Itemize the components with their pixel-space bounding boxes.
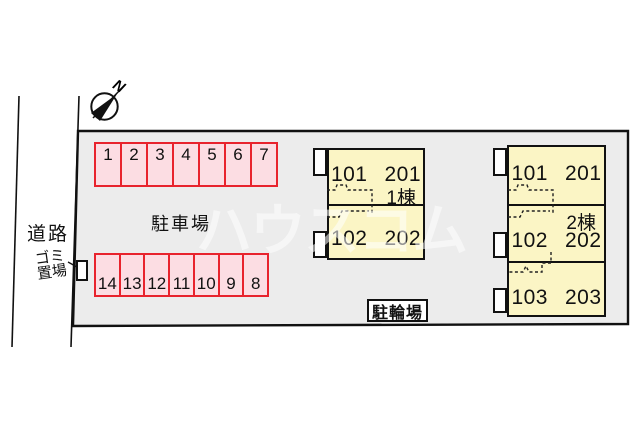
floor-divider bbox=[328, 204, 424, 206]
unit-number: 201 bbox=[565, 162, 602, 185]
building-1: 101 201 1棟 102 202 bbox=[327, 148, 425, 260]
building-2-floor-3: 103 203 bbox=[509, 286, 604, 310]
unit-number: 102 bbox=[330, 227, 368, 250]
parking-space: 7 bbox=[259, 145, 269, 164]
floor-divider bbox=[508, 261, 605, 263]
north-label: N bbox=[110, 76, 129, 97]
building-2-floor-1: 101 201 bbox=[509, 162, 604, 186]
unit-number: 203 bbox=[565, 286, 602, 309]
parking-row-bottom: 14 13 12 11 10 9 8 bbox=[94, 253, 269, 297]
parking-space: 2 bbox=[122, 144, 148, 185]
parking-space: 11 bbox=[170, 255, 195, 295]
parking-space: 13 bbox=[121, 255, 146, 295]
parking-space: 1 bbox=[96, 144, 122, 185]
unit-number: 101 bbox=[330, 163, 368, 186]
garbage-bin-box bbox=[76, 260, 88, 281]
garbage-area-label: ゴミ 置場 bbox=[34, 247, 69, 283]
parking-space: 9 bbox=[220, 255, 245, 295]
building-1-floor-1: 101 201 bbox=[329, 163, 423, 187]
bicycle-parking-label: 駐輪場 bbox=[371, 304, 423, 322]
building-2-porch bbox=[493, 232, 507, 258]
parking-lot-label: 駐車場 bbox=[151, 214, 211, 234]
building-2-floor-2: 102 202 bbox=[509, 229, 604, 253]
garbage-leader-line bbox=[67, 261, 78, 268]
building-1-name: 1棟 bbox=[386, 188, 416, 209]
parking-space: 12 bbox=[145, 255, 171, 295]
north-arrow-icon: N bbox=[90, 76, 129, 121]
parking-space: 8 bbox=[250, 274, 261, 293]
parking-space: 5 bbox=[200, 144, 226, 185]
building-1-porch bbox=[313, 231, 327, 258]
bicycle-parking-label-box: 駐輪場 bbox=[367, 299, 428, 322]
garbage-label-line2: 置場 bbox=[36, 261, 69, 283]
parking-space: 3 bbox=[148, 144, 174, 185]
building-2-porch bbox=[493, 288, 507, 313]
unit-number: 102 bbox=[511, 229, 548, 252]
unit-number: 201 bbox=[384, 163, 422, 186]
parking-space: 10 bbox=[195, 255, 220, 295]
parking-space: 14 bbox=[96, 255, 121, 295]
building-2-porch bbox=[493, 148, 507, 176]
unit-number: 202 bbox=[565, 229, 602, 252]
building-1-porch bbox=[313, 148, 327, 176]
road-edge-east bbox=[70, 95, 80, 348]
parking-space: 4 bbox=[174, 144, 200, 185]
building-2: 101 201 2棟 102 202 103 203 bbox=[507, 145, 606, 317]
parking-row-top: 1 2 3 4 5 6 7 bbox=[94, 142, 278, 187]
building-1-floor-2: 102 202 bbox=[329, 227, 423, 251]
road-edge-west bbox=[11, 95, 20, 348]
building-2-name: 2棟 bbox=[566, 213, 596, 234]
unit-number: 202 bbox=[384, 227, 422, 250]
unit-number: 101 bbox=[511, 162, 548, 185]
floor-divider bbox=[508, 204, 605, 206]
unit-number: 103 bbox=[511, 286, 548, 309]
parking-space: 6 bbox=[226, 144, 252, 185]
road-label: 道路 bbox=[27, 224, 70, 245]
